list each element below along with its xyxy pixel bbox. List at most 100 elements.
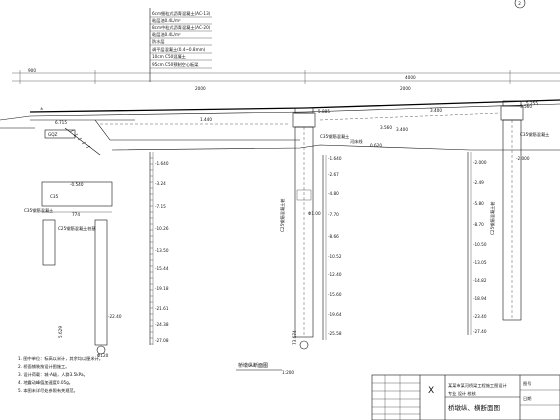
pier-1: 5.885 C35钢筋混凝土 3.400 C25钢筋混凝土桩 Φ1.00 73.… <box>279 107 408 350</box>
title-block: X 某某市某河桥梁工程施工图设计 桥墩纵、横断面图 专业 设计 校核 图号 日期 <box>371 374 560 420</box>
bh1-value-6: -19.18 <box>155 286 169 291</box>
bh3-value-7: -18.94 <box>473 296 487 301</box>
bh2-value-7: -15.60 <box>328 292 342 297</box>
borehole-1: -1.640 -3.24 -7.15 -10.26 -13.50 -15.44 … <box>149 152 169 345</box>
section-number: 2 <box>518 1 521 6</box>
bh3-value-0: -2.000 <box>473 160 487 165</box>
bh1-value-4: -13.50 <box>155 248 169 253</box>
pavement-note-0: 6cm细粒式沥青混凝土(AC-13) <box>152 10 211 17</box>
bh2-value-9: -25.58 <box>328 331 342 336</box>
pier1-cap <box>292 112 316 128</box>
drawing-notes: 1. 图中单位：标高以米计，其余均以厘米计。 2. 桥面铺装按设计图施工。 3.… <box>18 355 103 394</box>
section-number-circle <box>514 0 526 9</box>
bh3-value-8: -23.40 <box>473 314 487 319</box>
title-sub: 专业 设计 校核 <box>448 390 477 397</box>
bh3-value-3: -8.70 <box>473 222 484 227</box>
borehole-3: -2.000 -2.49 -5.80 -8.70 -10.50 -13.05 -… <box>467 152 487 335</box>
caption-scale: 1:200 <box>282 370 294 375</box>
left-abutment: GQZ 6.715 C35 -0.540 774 -22.40 C25钢筋混凝土… <box>0 115 122 358</box>
note-1: 2. 桥面铺装按设计图施工。 <box>18 363 69 370</box>
dim-span1: 2000 <box>195 86 206 91</box>
note-4: 5. 本图未详尽处参照有关规范。 <box>18 387 78 394</box>
bh3-value-2: -5.80 <box>473 201 484 206</box>
note-2: 3. 设计荷载：城-A级，人群3.5kPa。 <box>18 371 88 378</box>
ground-label: 河床线 <box>350 138 363 145</box>
top-dimension-line: 900 4000 2000 2000 <box>12 68 560 91</box>
pier2-top-elev: 5.255 <box>526 101 538 106</box>
pavement-note-3: 粘层油0.4L/m² <box>152 31 181 38</box>
left-abutment-ext: 5.629 <box>58 326 63 338</box>
title-project: 某某市某河桥梁工程施工图设计 <box>448 382 507 389</box>
bh3-value-5: -13.05 <box>473 260 487 265</box>
bh3-value-1: -2.49 <box>473 180 484 185</box>
left-abutment-cap <box>44 129 76 139</box>
pier2-ground-elev: -2.000 <box>516 156 530 161</box>
bh3-value-6: -14.82 <box>473 278 487 283</box>
ground-elev-mid: 0.620 <box>370 143 382 148</box>
left-abutment-ground-elev: -0.540 <box>70 182 84 187</box>
left-abutment-pile-b <box>94 219 108 346</box>
bh2-value-5: -10.52 <box>328 254 342 259</box>
bh2-value-8: -19.64 <box>328 312 342 317</box>
deck-left-value: ± <box>40 106 44 111</box>
dim-right-len: 4000 <box>405 75 416 80</box>
left-abutment-top-elev: 6.715 <box>55 120 67 125</box>
bh1-value-5: -15.44 <box>155 266 169 271</box>
bh3-value-4: -10.50 <box>473 242 487 247</box>
left-abutment-tag: GQZ <box>48 132 58 137</box>
pavement-note-lines <box>150 16 212 69</box>
pier1-pile-label: C25钢筋混凝土桩 <box>279 199 286 232</box>
pavement-note-4: 防水层 <box>152 38 165 45</box>
bh2-value-4: -8.66 <box>328 234 339 239</box>
ground-line: 河床线 0.620 <box>111 138 560 151</box>
pavement-note-2: 8cm中粒式沥青混凝土(AC-20) <box>152 24 211 31</box>
borehole-2: -1.640 -2.67 -4.80 -7.70 -8.66 -10.52 -1… <box>322 155 342 340</box>
bh3-value-9: -27.40 <box>473 329 487 334</box>
left-abutment-cap-note: C35钢筋混凝土 <box>24 207 53 214</box>
note-3: 4. 地震动峰值加速度0.05g。 <box>18 379 73 386</box>
title-drawing: 桥墩纵、横断面图 <box>448 403 500 412</box>
pier1-cap-note: C35钢筋混凝土 <box>320 133 349 140</box>
pavement-note-7: 95cm C50预制空心板梁 <box>152 61 199 68</box>
bh1-value-3: -10.26 <box>155 226 169 231</box>
bh1-value-2: -7.15 <box>155 204 166 209</box>
pier1-top-elev: 5.885 <box>318 109 330 114</box>
deck-label-d3: 3.400 <box>430 108 442 113</box>
left-abutment-footing <box>41 181 113 207</box>
bh1-value-8: -24.38 <box>155 322 169 327</box>
title-right-top: 图号 <box>523 381 531 387</box>
note-0: 1. 图中单位：标高以米计，其余均以厘米计。 <box>18 355 103 362</box>
pier1-len: 73.674 <box>292 330 297 345</box>
pavement-note-6: 10cm C50混凝土 <box>152 53 186 60</box>
deck-label-d4: 3.560 <box>520 104 532 109</box>
left-abutment-pile-tip <box>96 345 106 355</box>
title-right-bottom: 日期 <box>523 396 531 402</box>
pier1-cap-elev: 3.400 <box>396 127 408 132</box>
caption-text: 桥墩纵断面图 <box>238 362 268 369</box>
left-abutment-pile-label: C25钢筋混凝土桩基 <box>58 225 96 232</box>
left-abutment-cap-label: C35 <box>50 194 59 199</box>
pavement-note-1: 粘层油0.4L/m² <box>152 17 181 24</box>
bh1-value-0: -1.640 <box>155 161 169 166</box>
pier1-tie-beam <box>296 189 312 201</box>
title-company: X <box>428 386 434 396</box>
bottom-caption: 桥墩纵断面图 1:200 <box>236 362 294 375</box>
left-abutment-pile-a <box>42 219 56 266</box>
bh2-value-1: -2.67 <box>328 172 339 177</box>
dim-span2: 2000 <box>400 86 411 91</box>
pier-2: 5.255 C35钢筋混凝土 -2.000 C25钢筋混凝土桩 <box>489 100 549 321</box>
bh2-value-2: -4.80 <box>328 191 339 196</box>
deck-label-d1: 1.440 <box>200 117 212 122</box>
left-abutment-width: 774 <box>72 212 80 217</box>
pier1-spec: Φ1.00 <box>308 211 321 216</box>
bh2-value-6: -12.40 <box>328 272 342 277</box>
pier1-pile-tip <box>299 340 309 350</box>
dim-left-len: 900 <box>28 68 36 73</box>
bh2-value-3: -7.70 <box>328 212 339 217</box>
bh1-value-1: -3.24 <box>155 181 166 186</box>
bh2-value-0: -1.640 <box>328 156 342 161</box>
left-abutment-pile-spec: Φ120 <box>97 353 109 358</box>
pier2-pile-label: C25钢筋混凝土桩 <box>489 202 496 235</box>
bh1-value-7: -21.61 <box>155 306 169 311</box>
